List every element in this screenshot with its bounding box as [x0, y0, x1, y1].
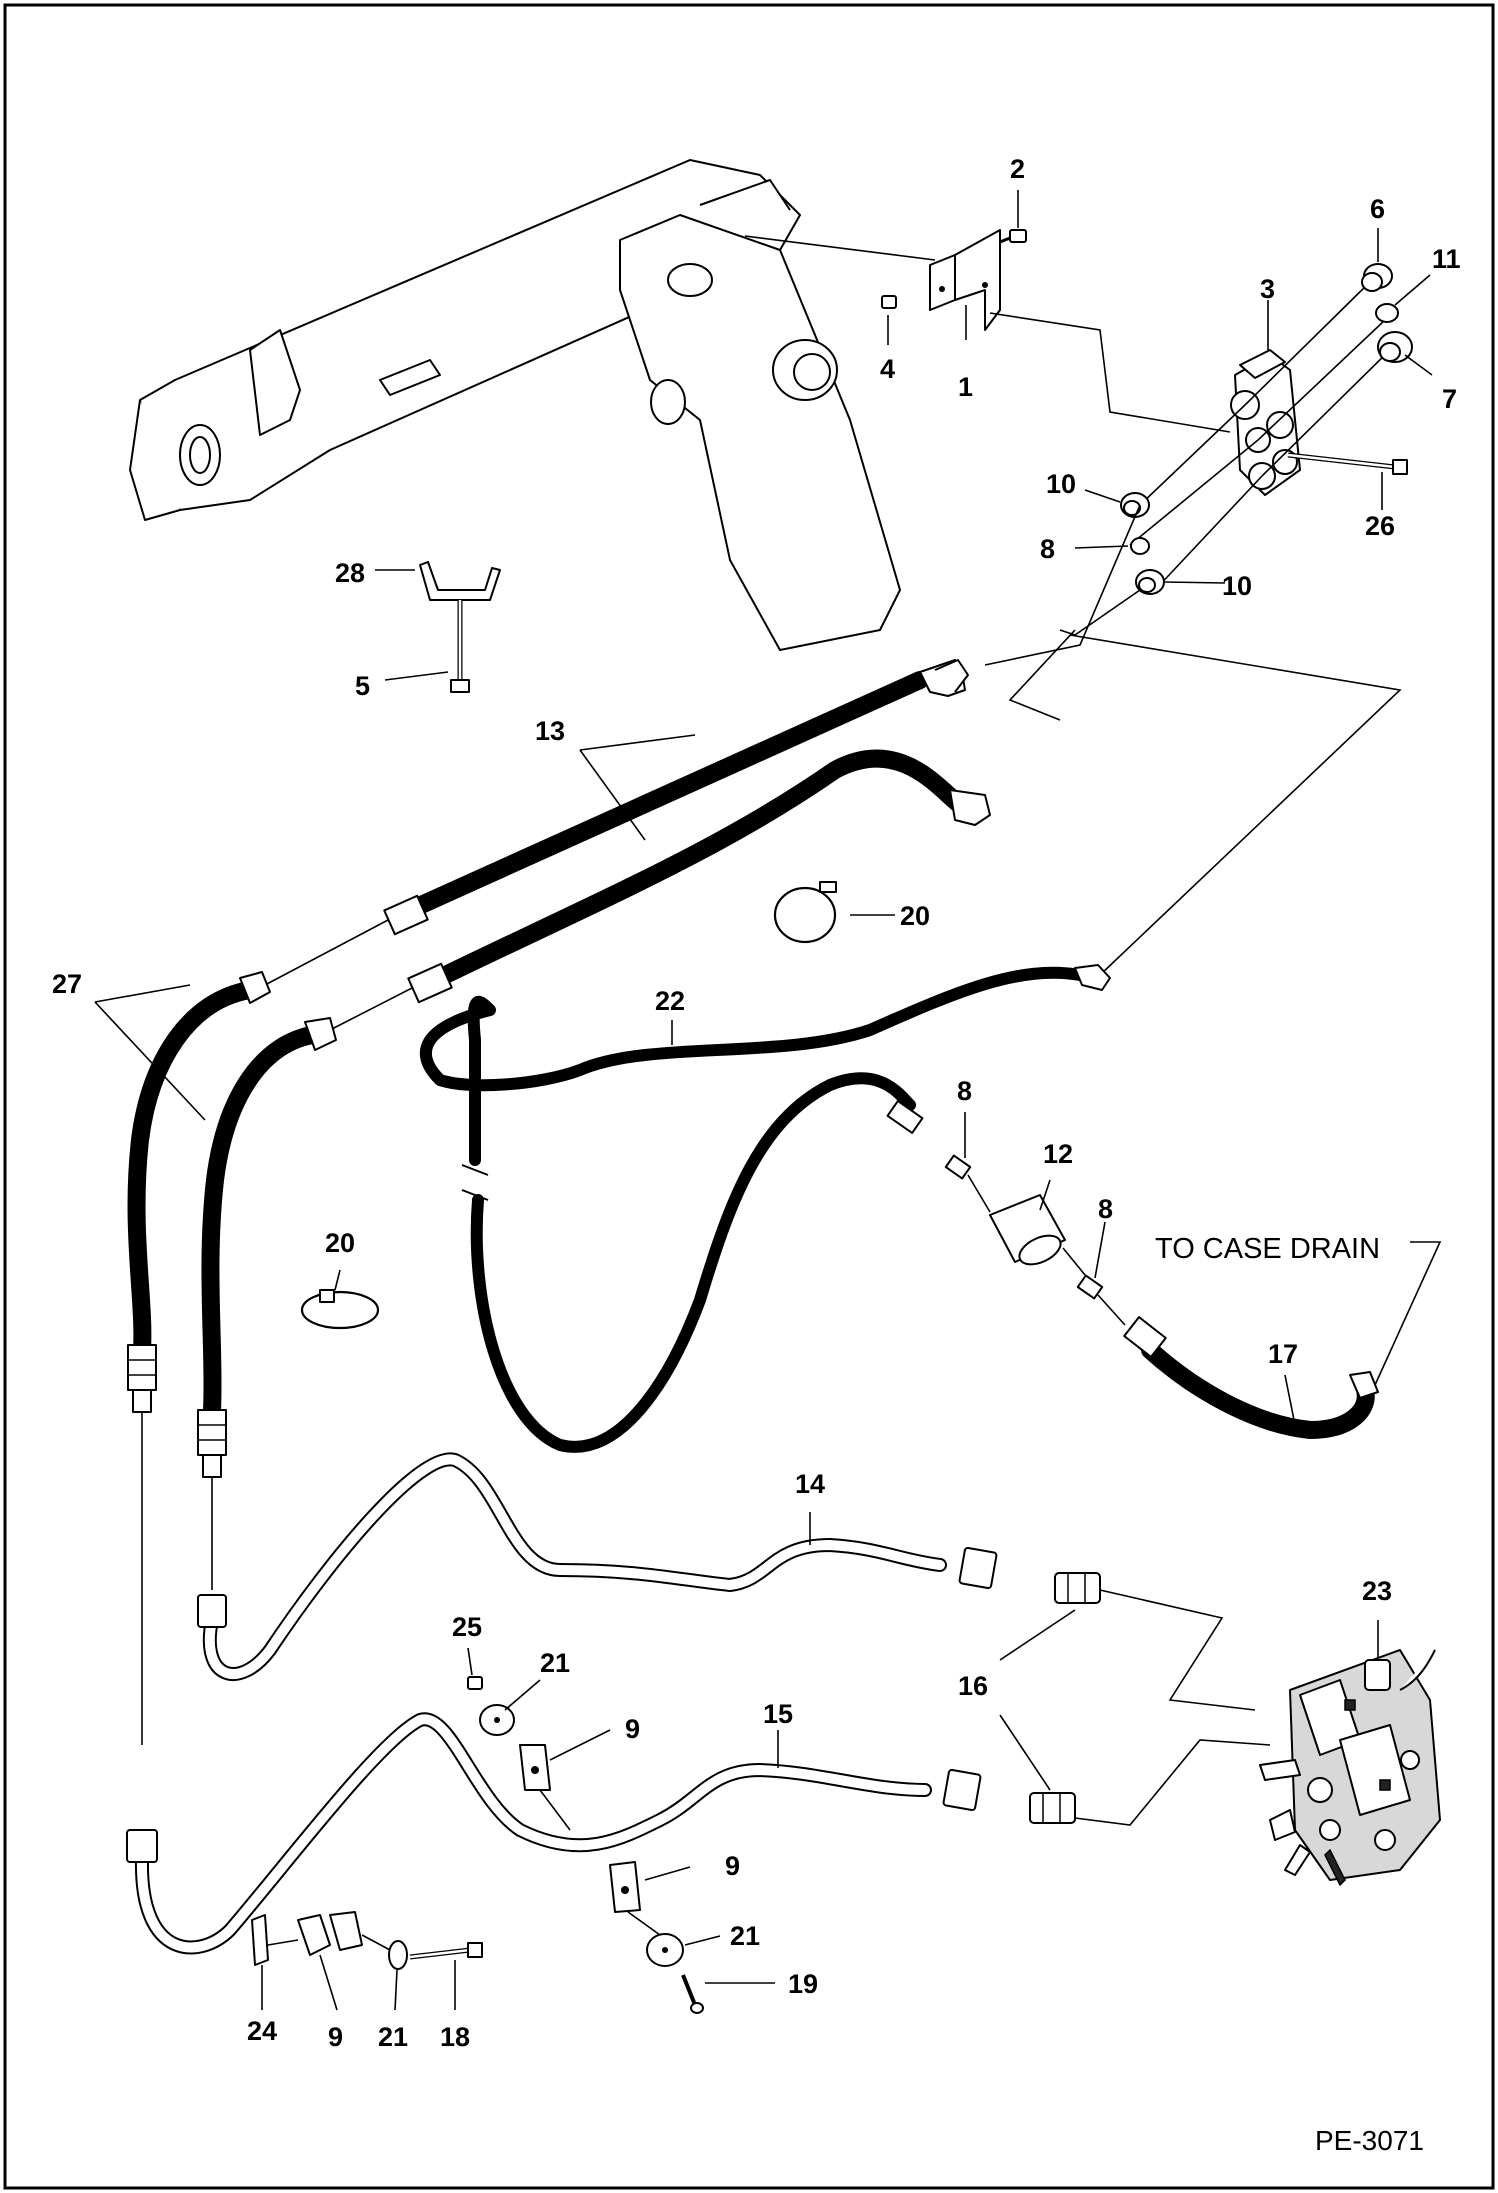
clamp-part-20-upper [773, 881, 837, 944]
callout-10-lower: 10 [1222, 571, 1252, 601]
bolt-part-19 [681, 1974, 704, 2014]
nut-part-4 [881, 295, 897, 309]
clamp-part-9-lower [609, 1861, 641, 1913]
callout-9-lower: 9 [725, 1851, 740, 1881]
callout-11: 11 [1432, 244, 1461, 274]
washer-part-21-bottom [388, 1940, 408, 1970]
bolt-part-2 [999, 229, 1027, 244]
callout-21-bottom: 21 [378, 2022, 408, 2052]
callout-8-mid-right: 8 [1098, 1194, 1113, 1224]
callout-17: 17 [1268, 1339, 1298, 1369]
callout-3: 3 [1260, 274, 1275, 304]
callout-labels: 1 2 3 4 5 6 7 8 8 8 9 9 9 10 10 11 12 13… [52, 154, 1461, 2052]
callout-8-upper: 8 [1040, 534, 1055, 564]
fitting-part-8-mid-right [1076, 1274, 1104, 1300]
callout-16: 16 [958, 1671, 988, 1701]
callout-27: 27 [52, 969, 82, 999]
callout-18: 18 [440, 2022, 470, 2052]
callout-5: 5 [355, 671, 370, 701]
fitting-part-6 [1361, 263, 1393, 292]
callout-23: 23 [1362, 1576, 1392, 1606]
callout-20-lower: 20 [325, 1228, 355, 1258]
fitting-part-8-upper [1130, 537, 1150, 555]
bracket-part-28 [419, 561, 501, 693]
lift-arm [129, 159, 901, 651]
callout-22: 22 [655, 986, 685, 1016]
nut-part-25 [467, 1676, 483, 1690]
hose-part-27-right [197, 1017, 337, 1478]
hose-part-13-lower [407, 749, 991, 1004]
bolt-part-18 [409, 1942, 483, 1960]
callout-4: 4 [880, 354, 895, 384]
page-border [3, 3, 1495, 2190]
hose-part-17 [1123, 1316, 1379, 1439]
callout-15: 15 [763, 1699, 793, 1729]
callout-1: 1 [958, 372, 973, 402]
callout-24: 24 [247, 2016, 277, 2046]
tube-part-14 [197, 1452, 998, 1681]
fitting-part-8-mid-left [944, 1154, 972, 1180]
callout-19: 19 [788, 1969, 818, 1999]
plate-part-24 [251, 1914, 269, 1966]
callout-leaders [94, 190, 1442, 2011]
drawing-reference: PE-3071 [1315, 2125, 1424, 2156]
callout-26: 26 [1365, 511, 1395, 541]
bracket-part-1 [929, 229, 1001, 331]
callout-20-upper: 20 [900, 901, 930, 931]
clamp-part-9-bottom [297, 1911, 363, 1956]
hose-part-22 [420, 964, 1111, 1453]
callout-28: 28 [335, 558, 365, 588]
callout-10-upper: 10 [1046, 469, 1076, 499]
callout-14: 14 [795, 1469, 825, 1499]
adapter-part-16-upper [1054, 1572, 1101, 1604]
callout-9-upper: 9 [625, 1714, 640, 1744]
callout-21-lower: 21 [730, 1921, 760, 1951]
callout-25: 25 [452, 1612, 482, 1642]
callout-8-mid-left: 8 [957, 1076, 972, 1106]
adapter-part-16-lower [1029, 1792, 1076, 1824]
hose-part-27-left [127, 971, 271, 1413]
tube-part-15 [126, 1712, 982, 1955]
fitting-part-11 [1375, 303, 1399, 323]
filter-part-12 [989, 1194, 1066, 1266]
bolt-part-26 [1287, 452, 1408, 475]
callout-6: 6 [1370, 194, 1385, 224]
callout-12: 12 [1043, 1139, 1073, 1169]
callout-2: 2 [1010, 154, 1025, 184]
washer-part-21-lower [646, 1933, 684, 1967]
clamp-part-20-lower [300, 1289, 380, 1330]
cap-part-7 [1377, 331, 1413, 363]
case-drain-note: TO CASE DRAIN [1155, 1233, 1380, 1265]
control-valve-part-23 [1259, 1649, 1441, 1887]
clamp-part-9-upper [519, 1744, 551, 1791]
callout-13: 13 [535, 716, 565, 746]
hose-part-13-upper [383, 659, 969, 936]
callout-21-upper: 21 [540, 1648, 570, 1678]
plug-part-10-lower [1135, 569, 1165, 595]
callout-9-bottom: 9 [328, 2022, 343, 2052]
washer-part-21-upper [479, 1704, 515, 1736]
callout-7: 7 [1442, 384, 1457, 414]
plug-part-10-upper [1120, 492, 1150, 518]
